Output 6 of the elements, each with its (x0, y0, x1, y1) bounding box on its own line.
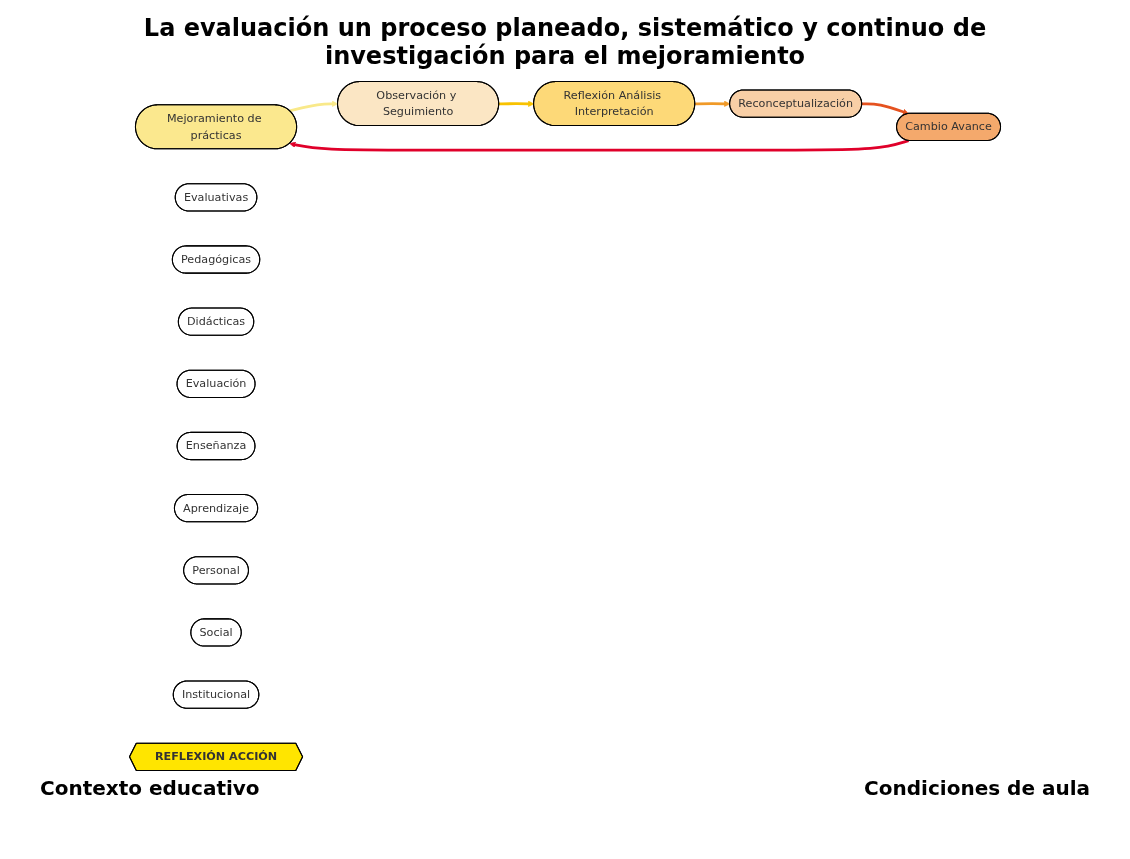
arrow (289, 139, 909, 152)
arrow (695, 100, 731, 107)
corner-label: Condiciones de aula (864, 776, 1090, 800)
diagram-title: La evaluación un proceso planeado, sistemático y continuo de investigación para el mejoramiento (142, 14, 988, 70)
corner-label: Contexto educativo (40, 776, 260, 800)
arrow (861, 102, 909, 115)
